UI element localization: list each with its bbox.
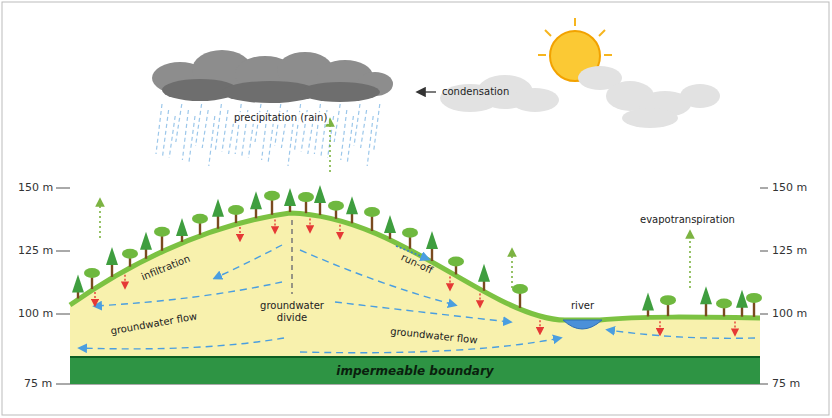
boundary-band: impermeable boundary <box>70 358 760 384</box>
rain-drop <box>374 104 380 150</box>
rain-drop <box>354 104 360 146</box>
axis-label: 125 m <box>772 245 807 257</box>
tree-crown <box>122 249 138 259</box>
rain-drop <box>202 110 208 148</box>
flow-arrows <box>80 245 755 353</box>
tree-crown <box>298 192 314 202</box>
aquifer <box>70 213 760 358</box>
tree-crown <box>72 274 84 292</box>
rain-drop <box>347 116 353 162</box>
axis-label: 75 m <box>772 378 800 390</box>
infiltration-arrow <box>539 320 540 331</box>
infiltration-arrow <box>309 219 310 230</box>
annotation: river <box>571 300 594 312</box>
tree-crown <box>106 247 118 265</box>
rain-drop <box>182 110 188 160</box>
rain-drop <box>367 116 373 166</box>
infiltration-arrow <box>659 321 660 332</box>
rain-drop <box>209 116 215 166</box>
rain-drop <box>334 104 340 142</box>
condensation-arrow <box>418 91 436 92</box>
axis-label: 150 m <box>18 182 53 194</box>
annotation: precipitation (rain) <box>232 112 329 124</box>
rain-drop <box>275 104 281 146</box>
tree-crown <box>364 207 380 217</box>
rain-drop <box>163 110 169 156</box>
tree-trunk <box>753 301 755 317</box>
rain-lines <box>156 104 380 166</box>
rain-drop <box>341 110 347 160</box>
tree-crown <box>746 293 762 303</box>
infiltration-arrow <box>94 292 95 303</box>
infiltration-arrow <box>274 219 275 230</box>
infiltration-arrow <box>479 293 480 304</box>
tree-crown <box>176 218 188 236</box>
tree-crown <box>212 199 224 217</box>
rain-drop <box>222 110 228 152</box>
axis-label: 100 m <box>772 308 807 320</box>
tree-crown <box>328 201 344 211</box>
axis-label: 100 m <box>18 308 53 320</box>
tree-crown <box>264 191 280 201</box>
tree-trunk <box>271 199 273 215</box>
annotation: evapotranspiration <box>640 214 735 226</box>
infiltration-arrow <box>339 225 340 236</box>
tree-crown <box>448 256 464 266</box>
rain-drop <box>295 104 301 150</box>
rain-drop <box>361 110 367 148</box>
tree-crown <box>140 232 152 250</box>
infiltration-arrow <box>239 227 240 238</box>
trees <box>72 185 762 317</box>
light-clouds <box>440 66 720 128</box>
tree-crown <box>478 264 490 282</box>
tree-crown <box>426 231 438 249</box>
tree-trunk <box>519 292 521 308</box>
tree-crown <box>250 191 262 209</box>
axis-label: 150 m <box>772 182 807 194</box>
tree-crown <box>314 185 326 203</box>
tree-crown <box>192 214 208 224</box>
tree-crown <box>346 196 358 214</box>
rain-cloud <box>152 50 393 103</box>
infiltration-arrow <box>449 276 450 287</box>
rain-drop <box>176 104 182 142</box>
rain-drop <box>196 104 202 146</box>
infiltration-arrow <box>124 275 125 286</box>
rain-drop <box>156 104 162 154</box>
tree-trunk <box>371 215 373 231</box>
tree-crown <box>512 284 528 294</box>
rain-drop <box>169 116 175 158</box>
tree-crown <box>154 227 170 237</box>
divide-line <box>291 220 293 294</box>
annotation: condensation <box>442 86 509 98</box>
tree-crown <box>384 215 396 233</box>
tree-trunk <box>161 235 163 251</box>
tree-crown <box>284 188 296 206</box>
tree-crown <box>84 268 100 278</box>
tree-crown <box>660 295 676 305</box>
rain-drop <box>215 104 221 150</box>
tree-crown <box>642 292 654 310</box>
band-label: impermeable boundary <box>336 364 493 378</box>
grass <box>70 213 760 320</box>
infiltration-arrow <box>734 322 735 333</box>
axis-label: 75 m <box>24 378 52 390</box>
tree-crown <box>228 205 244 215</box>
axis-ticks <box>56 188 768 384</box>
tree-crown <box>716 298 732 308</box>
annotation: groundwater divide <box>256 300 328 324</box>
river-water <box>563 320 602 329</box>
axis-label: 125 m <box>18 245 53 257</box>
tree-crown <box>700 286 712 304</box>
evap-arrows <box>100 122 690 288</box>
tree-crown <box>402 228 418 238</box>
rain-drop <box>189 116 195 162</box>
